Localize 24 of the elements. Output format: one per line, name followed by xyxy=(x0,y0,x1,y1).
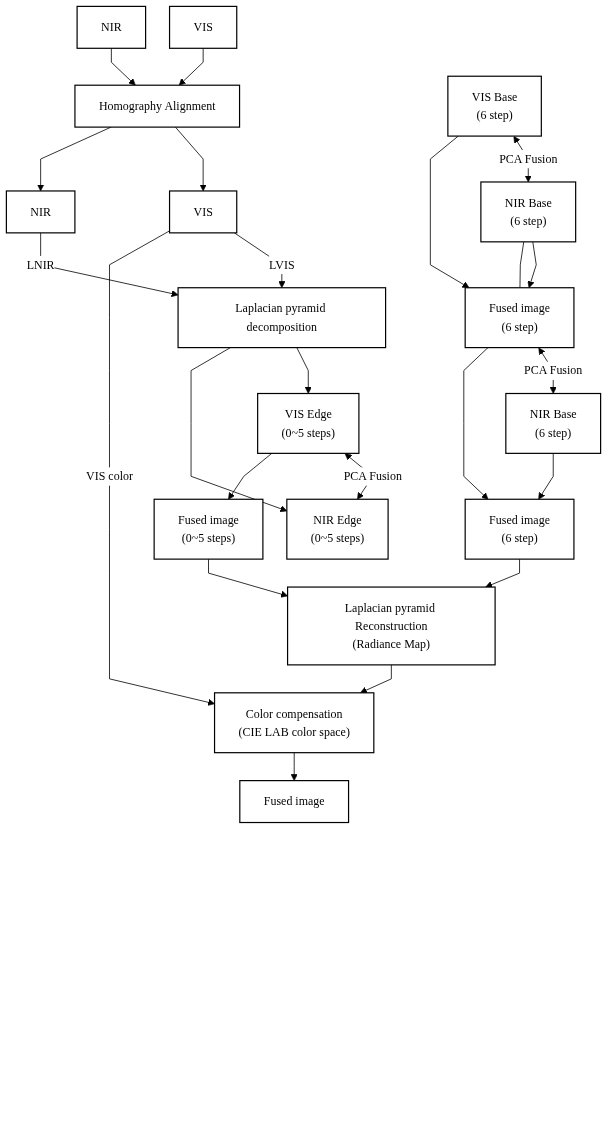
node-box: VIS Edge (0~5 steps) xyxy=(257,392,360,454)
node-box: VIS Base (6 step) xyxy=(447,75,542,137)
node-box: VIS xyxy=(168,5,238,49)
node-box: NIR Base (6 step) xyxy=(505,392,602,454)
node-box: Laplacian pyramid decomposition xyxy=(177,287,387,349)
node-box: NIR xyxy=(76,5,147,49)
edge-label: PCA Fusion xyxy=(499,152,558,166)
node-box: Color compensation (CIE LAB color space) xyxy=(213,692,375,754)
node-box: Fused image (6 step) xyxy=(464,287,575,349)
node-box: Laplacian pyramid Reconstruction (Radiance Map) xyxy=(286,586,496,666)
node-box: NIR Base (6 step) xyxy=(480,181,577,243)
node-box: NIR Edge (0~5 steps) xyxy=(286,498,389,560)
node-box: Fused image (0~5 steps) xyxy=(153,498,264,560)
node-box: Fused image (6 step) xyxy=(464,498,575,560)
edge-label: VIS color xyxy=(86,469,133,483)
connector xyxy=(519,241,525,289)
node-box: Homography Alignment xyxy=(74,84,241,128)
node-box: VIS xyxy=(168,190,238,234)
edge-label: PCA Fusion xyxy=(343,469,402,483)
edge-label: LNIR xyxy=(26,258,55,271)
edge-label: LVIS xyxy=(269,258,295,271)
node-box: NIR xyxy=(5,190,76,234)
node-box: Fused image xyxy=(239,780,350,824)
edge-label: PCA Fusion xyxy=(524,363,583,377)
